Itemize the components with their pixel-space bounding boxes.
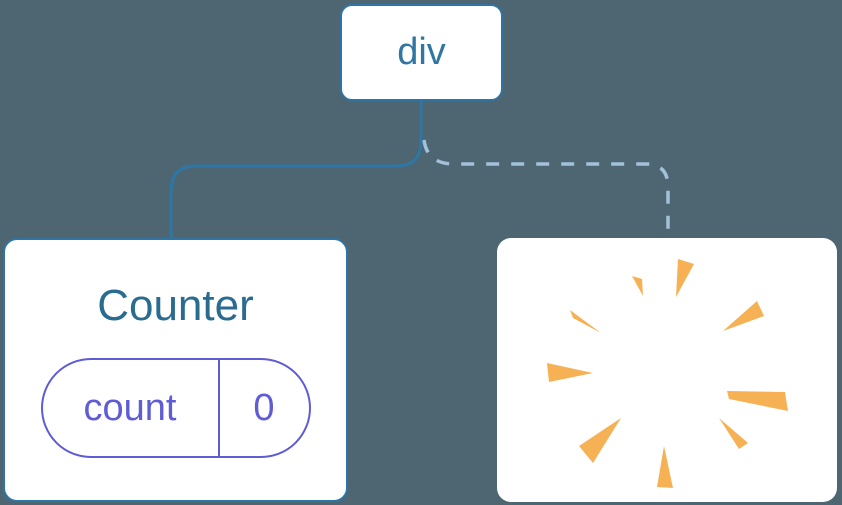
poof-ray [676,259,694,297]
poof-ray [579,418,621,463]
poof-ray [632,276,643,296]
link-div-to-counter [169,99,423,240]
state-key-label: count [43,360,220,456]
node-div: div [340,4,503,101]
poof-ray [727,391,788,411]
node-removed [497,238,837,502]
state-pill: count 0 [40,358,311,458]
state-value-label: 0 [253,386,275,429]
node-counter: Counter count 0 [3,238,348,502]
poof-ray [723,301,764,331]
poof-starburst-icon [547,259,788,488]
counter-title: Counter [97,281,254,330]
poof-ray [657,446,673,488]
poof-ray [547,363,593,382]
poof-ray [570,310,601,333]
poof-ray [719,418,748,449]
node-div-label: div [397,31,446,73]
link-div-to-removed [422,139,670,237]
